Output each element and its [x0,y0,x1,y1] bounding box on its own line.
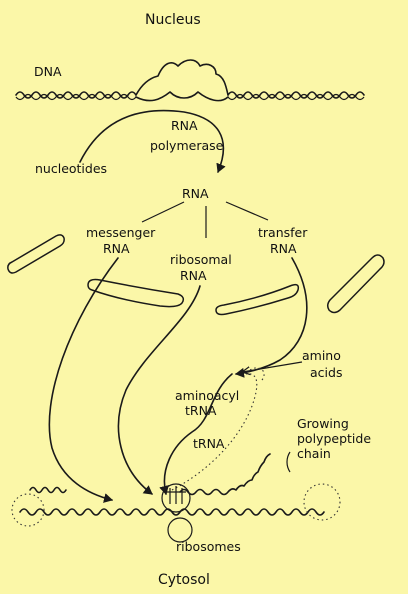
messenger-rna-label-2: RNA [103,241,130,256]
rna-polymerase-label-1: RNA [171,118,198,133]
trna-label: tRNA [193,436,225,451]
aminoacyl-trna-label-2: tRNA [185,403,217,418]
transfer-rna-label-1: transfer [258,225,308,240]
rna-label: RNA [182,186,209,201]
nuclear-membrane-center-right [216,285,298,315]
nucleotides-label: nucleotides [35,161,107,176]
dna-right-strand [228,92,364,98]
messenger-rna-label-1: messenger [86,225,156,240]
growing-chain-label-2: polypeptide [297,431,371,446]
aminoacyl-trna-label-1: aminoacyl [175,388,239,403]
nucleus-label: Nucleus [145,12,201,28]
rna-polymerase-label-2: polymerase [150,138,224,153]
polypeptide-chain [180,454,270,495]
ribosome-trna-fork [166,486,186,504]
nuclear-membrane-center-left [88,280,183,307]
nuclear-membrane-left [8,235,64,273]
polypeptide-chain-bracket [287,452,290,472]
growing-chain-label-1: Growing [297,416,349,431]
dna-transcription-bubble [136,60,228,95]
transfer-rna-arrow [236,258,307,374]
ribosomal-rna-label-2: RNA [180,268,207,283]
transfer-rna-label-2: RNA [270,241,297,256]
nuclear-membrane-right [328,255,384,313]
dna-transcription-bubble-lower [136,92,228,101]
amino-acids-label-2: acids [310,365,342,380]
rna-branch-transfer [226,202,268,220]
dna-right-strand-2 [228,95,364,100]
amino-acids-label-1: amino [302,348,341,363]
dna-label: DNA [34,64,62,79]
rna-branch-messenger [142,202,184,222]
growing-chain-label-3: chain [297,446,331,461]
peptide-fragment-left [30,488,66,493]
ribosomes-label: ribosomes [176,539,241,554]
cytosol-label: Cytosol [158,572,210,588]
ribosomal-rna-label-1: ribosomal [170,252,232,267]
ribosome-left-dotted [12,494,44,526]
